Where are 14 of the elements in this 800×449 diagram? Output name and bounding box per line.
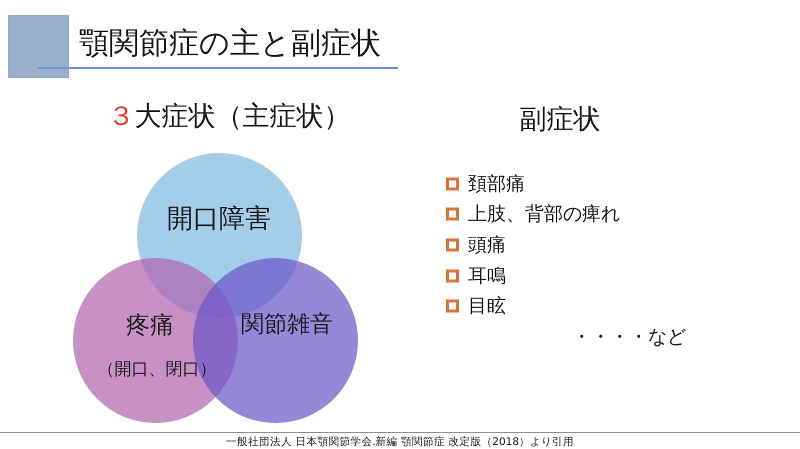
circle-label: 開口障害 — [167, 203, 271, 235]
list-item: 頚部痛 — [468, 172, 525, 196]
source-citation: 一般社団法人 日本顎関節学会.新編 顎関節症 改定版（2018）より引用 — [226, 436, 574, 448]
list-item: 上肢、背部の痺れ — [468, 202, 620, 226]
section-heading: 副症状 — [520, 104, 600, 136]
section-heading: ３大症状（主症状） — [108, 101, 350, 133]
list-item: 目眩 — [468, 294, 506, 318]
circle-label: （開口、閉口） — [98, 358, 216, 382]
slide-title: 顎関節症の主と副症状 — [79, 26, 381, 62]
note-text: ・・・・など — [572, 325, 686, 349]
circle-label: 疼痛 — [126, 310, 174, 340]
circle-label: 関節雑音 — [241, 310, 333, 340]
list-item: 耳鳴 — [468, 264, 506, 288]
list-item: 頭痛 — [468, 233, 506, 257]
